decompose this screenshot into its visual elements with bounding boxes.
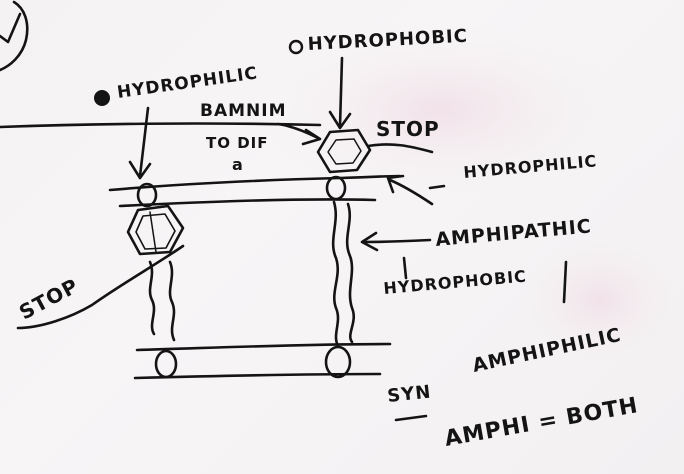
label-stop-left: STOP [15,273,83,324]
filled-bullet-icon [94,90,110,106]
label-to-dif-sub: a [232,155,244,174]
label-bamnim: BAMNIM [200,101,287,121]
label-syn: SYN [386,381,432,406]
label-hydrophilic-left: HYDROPHILIC [116,63,259,103]
membrane-bottom-line-1 [137,344,390,350]
label-to-dif: TO DIF [206,134,268,152]
membrane-top-line-2 [120,199,375,206]
hollow-bullet-icon [290,41,302,53]
arrow-amphipathic [362,233,430,250]
syn-underline [396,416,426,420]
check-circle-icon [0,2,27,70]
label-stop-right: STOP [376,117,440,141]
stop-pointer-left [18,246,183,328]
bracket-left [404,258,406,278]
arrow-hydrophilic-left [130,108,150,178]
label-amphi-equals-both: AMPHI = BOTH [443,393,641,452]
